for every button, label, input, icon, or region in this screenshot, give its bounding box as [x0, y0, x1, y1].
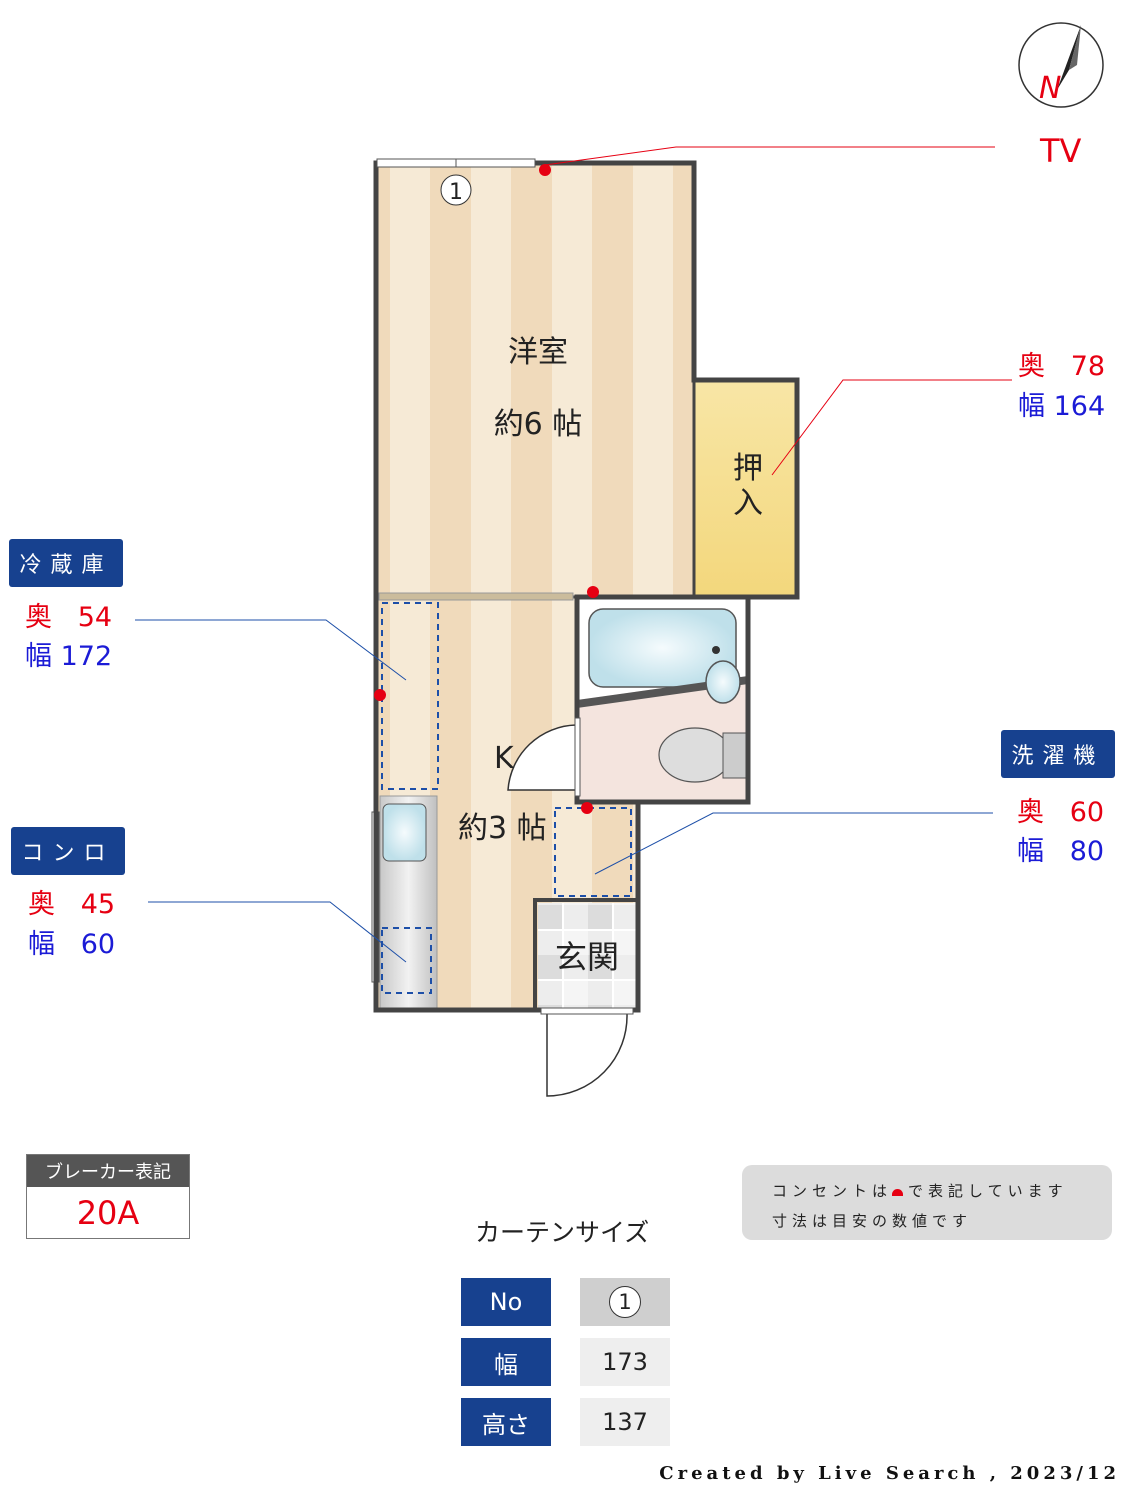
window-number: 1 [449, 180, 463, 205]
fridge-depth: 54 [77, 602, 113, 633]
floor-plan: 1 洋室 約6 帖 押 入 K 約3 帖 玄関 [135, 146, 1012, 1097]
breaker-value: 20A [76, 1193, 140, 1232]
bathroom-door [507, 724, 577, 791]
compass-icon: N [1018, 22, 1104, 108]
entrance-floor [538, 903, 636, 1008]
closet-depth: 78 [1070, 351, 1106, 382]
window-number-badge [440, 174, 472, 206]
stove-depth: 45 [80, 889, 116, 920]
curtain-no-value: 1 [609, 1286, 641, 1318]
stove-width: 60 [80, 929, 116, 960]
tv-label: TV [1040, 132, 1082, 170]
entrance-name: 玄関 [555, 938, 619, 976]
kitchen-name: K [494, 741, 515, 776]
curtain-header-no: No [461, 1278, 551, 1326]
bathtub [588, 608, 737, 688]
note-line2: 寸法は目安の数値です [772, 1212, 973, 1230]
western-room [376, 163, 694, 597]
sliding-door [378, 592, 574, 601]
stove-width-label: 幅 [28, 929, 55, 960]
fridge-width: 172 [60, 641, 113, 672]
washer-depth: 60 [1069, 797, 1105, 828]
closet-width-label: 幅 [1018, 391, 1045, 422]
closet-depth-label: 奥 [1018, 351, 1045, 382]
sink-icon [382, 803, 427, 862]
stove-space [381, 927, 432, 994]
washer-width: 80 [1069, 836, 1105, 867]
breaker-box: ブレーカー表記 20A [26, 1154, 190, 1239]
washer-width-label: 幅 [1017, 836, 1044, 867]
western-room-size: 約6 帖 [494, 407, 583, 442]
western-room-name: 洋室 [508, 335, 568, 370]
toilet [658, 727, 732, 783]
stove-depth-label: 奥 [28, 889, 55, 920]
closet [694, 380, 797, 597]
curtain-header-height: 高さ [461, 1398, 551, 1446]
outlet-legend-icon [892, 1189, 904, 1196]
curtain-height-value: 137 [580, 1398, 670, 1446]
washer-tag: 洗濯機 [1001, 730, 1115, 778]
outlet-icon [374, 164, 599, 814]
closet-name-1: 押 [733, 451, 763, 486]
closet-name-2: 入 [733, 486, 763, 521]
compass-north-label: N [1039, 71, 1061, 106]
footer-credit: Created by Live Search , 2023/12 [659, 1463, 1120, 1484]
note-line1a: コンセントは [772, 1182, 893, 1200]
washer-depth-label: 奥 [1017, 797, 1044, 828]
fridge-width-label: 幅 [25, 641, 52, 672]
stove-tag: コンロ [11, 827, 125, 875]
fridge-tag: 冷蔵庫 [9, 539, 123, 587]
curtain-width-value: 173 [580, 1338, 670, 1386]
notes-box: コンセントはで表記しています 寸法は目安の数値です [742, 1165, 1112, 1240]
closet-width: 164 [1053, 391, 1106, 422]
note-line1b: で表記しています [908, 1182, 1068, 1200]
fridge-depth-label: 奥 [25, 602, 52, 633]
breaker-title: ブレーカー表記 [27, 1155, 189, 1187]
curtain-cell-no: 1 [580, 1278, 670, 1326]
kitchen-size: 約3 帖 [458, 811, 547, 846]
front-door [546, 1013, 628, 1097]
curtain-title: カーテンサイズ [475, 1218, 650, 1247]
curtain-header-width: 幅 [461, 1338, 551, 1386]
bathroom [577, 597, 748, 802]
washbasin [705, 660, 741, 704]
